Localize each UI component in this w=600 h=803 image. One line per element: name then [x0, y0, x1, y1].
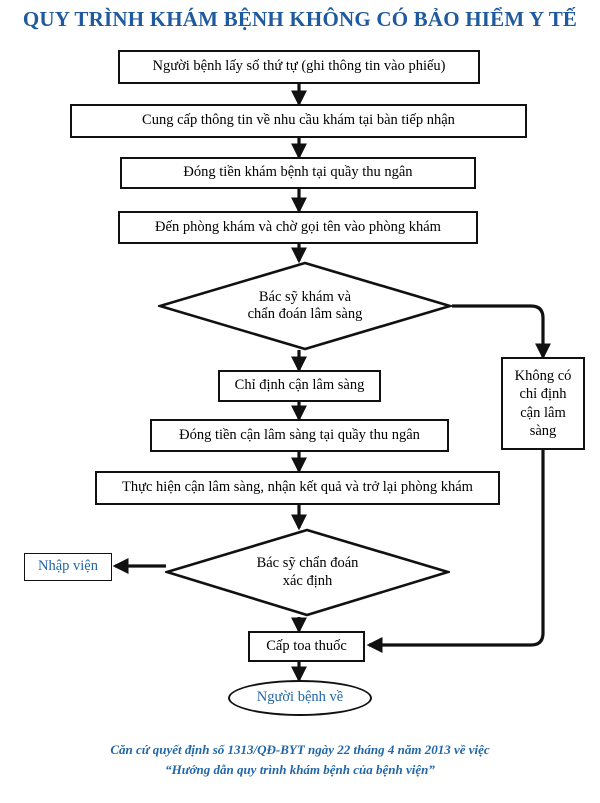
node-go-to-clinic-label: Đến phòng khám và chờ gọi tên vào phòng … [155, 218, 441, 235]
node-patient-goes-home-label: Người bệnh về [256, 689, 344, 706]
node-pay-exam-fee[interactable]: Đóng tiền khám bệnh tại quầy thu ngân [120, 157, 476, 189]
footer-line-2: “Hướng dẫn quy trình khám bệnh của bệnh … [165, 762, 435, 777]
page-title: QUY TRÌNH KHÁM BỆNH KHÔNG CÓ BẢO HIỂM Y … [22, 7, 578, 31]
node-take-number-label: Người bệnh lấy số thứ tự (ghi thông tin … [152, 58, 446, 75]
node-perform-paraclinical-label: Thực hiện cận lâm sàng, nhận kết quả và … [122, 479, 473, 496]
edge-decision1-no-indication [452, 304, 551, 360]
decision1-line-1: Bác sỹ khám và [258, 288, 352, 305]
node-final-diagnosis-decision[interactable]: Bác sỹ chẩn đoán xác định [165, 528, 450, 617]
decision1-line-2: chẩn đoán lâm sàng [247, 306, 363, 322]
node-go-to-clinic[interactable]: Đến phòng khám và chờ gọi tên vào phòng … [118, 211, 478, 244]
node-prescription-label: Cấp toa thuốc [266, 637, 347, 654]
node-doctor-exam-decision[interactable]: Bác sỹ khám và chẩn đoán lâm sàng [158, 261, 452, 351]
node-pay-exam-fee-label: Đóng tiền khám bệnh tại quầy thu ngân [183, 164, 413, 181]
node-patient-goes-home[interactable]: Người bệnh về [228, 680, 372, 716]
node-doctor-exam-decision-label: Bác sỹ khám và chẩn đoán lâm sàng [158, 261, 452, 351]
node-pay-paraclinical-fee[interactable]: Đóng tiền cận lâm sàng tại quầy thu ngân [150, 419, 449, 452]
no-indication-line-4: sàng [529, 422, 557, 439]
no-indication-line-2: chỉ định [519, 386, 567, 403]
no-indication-line-1: Không có [514, 368, 572, 385]
no-indication-line-3: cận lâm [520, 404, 566, 421]
node-provide-info-label: Cung cấp thông tin về nhu cầu khám tại b… [142, 112, 455, 129]
node-admit-to-hospital-label: Nhập viện [38, 558, 98, 575]
decision2-line-2: xác định [282, 572, 333, 589]
node-provide-info[interactable]: Cung cấp thông tin về nhu cầu khám tại b… [70, 104, 527, 138]
footer-line-1: Căn cứ quyết định số 1313/QĐ-BYT ngày 22… [110, 742, 490, 757]
node-paraclinical-order[interactable]: Chỉ định cận lâm sàng [218, 370, 381, 402]
node-admit-to-hospital[interactable]: Nhập viện [24, 553, 112, 581]
node-no-paraclinical-indication[interactable]: Không có chỉ định cận lâm sàng [501, 357, 585, 450]
node-perform-paraclinical[interactable]: Thực hiện cận lâm sàng, nhận kết quả và … [95, 471, 500, 505]
node-paraclinical-order-label: Chỉ định cận lâm sàng [234, 377, 365, 394]
node-pay-paraclinical-fee-label: Đóng tiền cận lâm sàng tại quầy thu ngân [179, 426, 420, 443]
node-final-diagnosis-decision-label: Bác sỹ chẩn đoán xác định [165, 528, 450, 617]
decision2-line-1: Bác sỹ chẩn đoán [256, 555, 359, 572]
node-take-number[interactable]: Người bệnh lấy số thứ tự (ghi thông tin … [118, 50, 480, 84]
node-prescription[interactable]: Cấp toa thuốc [248, 631, 365, 662]
